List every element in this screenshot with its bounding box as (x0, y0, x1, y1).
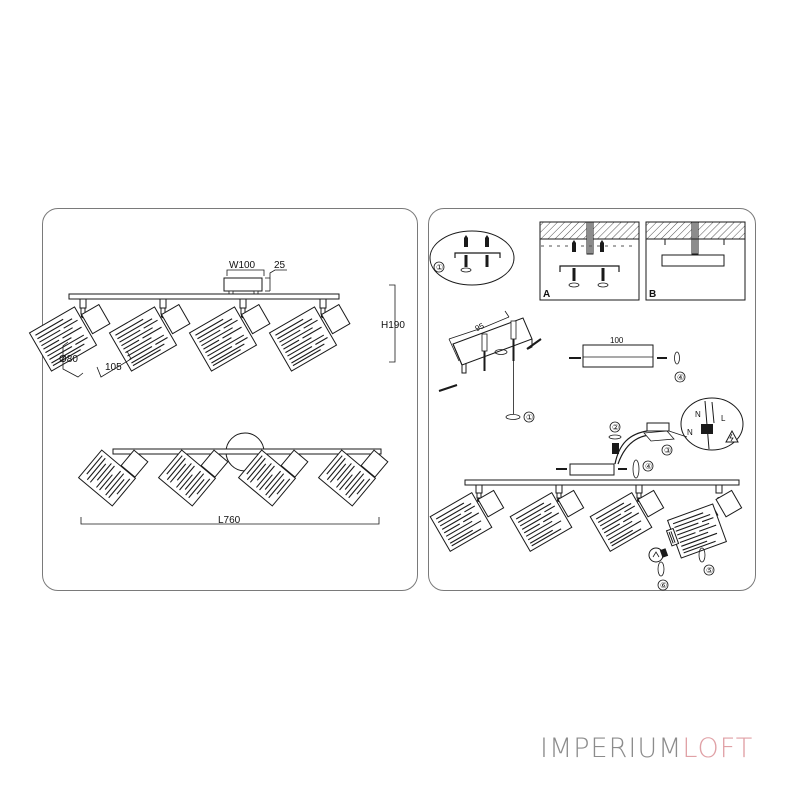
bracket-step-marker: ① (526, 413, 533, 422)
mounting-option-b: B (645, 221, 746, 301)
spotlight-3 (189, 299, 269, 371)
spotlight-r-1 (430, 485, 503, 551)
mounting-option-a: A (539, 221, 640, 301)
canopy-height-label: 25 (274, 260, 286, 271)
spotlight-top-3 (238, 449, 309, 507)
brand-logo: IMPERIUMLOFT (540, 733, 753, 764)
spotlight-2 (109, 299, 189, 371)
option-a-label: A (543, 289, 550, 300)
step1-marker: ① (436, 263, 443, 272)
spotlight-r-4-exploded: ⑥ ⑤ (648, 484, 743, 591)
terminal-n-top: N (695, 410, 701, 419)
canopy-dimension-label: 100 (610, 336, 624, 345)
option-b-label: B (649, 289, 656, 300)
lamp-assembly: ⑥ ⑤ (430, 479, 743, 591)
step2-marker: ② (612, 423, 619, 432)
canopy (223, 277, 263, 292)
electric-hazard-icon (725, 429, 739, 443)
spotlight-top-2 (158, 449, 229, 507)
spotlight-r-3 (590, 485, 663, 551)
spotlight-4 (269, 299, 349, 371)
step4-marker: ④ (645, 462, 652, 471)
wiring-assembly: ② ③ N L N (556, 397, 744, 479)
step5-marker: ⑤ (706, 566, 713, 575)
shade-diameter-label: Ø80 (59, 354, 78, 365)
wiring-magnifier (680, 397, 744, 451)
spotlight-top-4 (318, 449, 389, 507)
step6-marker: ⑥ (660, 581, 667, 590)
mounting-bar-right (464, 479, 740, 486)
bulb-icon (648, 547, 669, 563)
brand-loft: LOFT (682, 733, 754, 764)
terminal-n-bottom: N (687, 428, 693, 437)
length-label: L760 (218, 515, 241, 526)
step1-detail: ① (429, 230, 515, 286)
canopy-detail: 100 ④ (569, 336, 686, 383)
installation-panel: ① A (428, 208, 756, 591)
canopy-width-label: W100 (229, 260, 256, 271)
shade-length-label: 105 (105, 362, 122, 373)
canopy-step-marker: ④ (677, 373, 684, 382)
spotlight-r-2 (510, 485, 583, 551)
mounting-bar-top (112, 448, 382, 455)
step3-marker: ③ (664, 446, 671, 455)
total-height-label: H190 (381, 320, 405, 331)
mounting-bar (68, 293, 340, 300)
terminal-l: L (721, 414, 726, 423)
bracket-dimension-label: 95 (474, 321, 486, 333)
spotlight-top-1 (78, 449, 149, 507)
brand-imperium: IMPERIUM (540, 733, 683, 764)
front-view: W100 25 H190 Ø80 105 (29, 260, 405, 378)
dimensions-panel: W100 25 H190 Ø80 105 (42, 208, 418, 591)
top-view: L760 (78, 432, 389, 526)
dimensions-drawing: W100 25 H190 Ø80 105 (43, 260, 405, 526)
installation-drawing: ① A (429, 221, 746, 591)
mounting-bracket: 95 ① (438, 310, 542, 423)
